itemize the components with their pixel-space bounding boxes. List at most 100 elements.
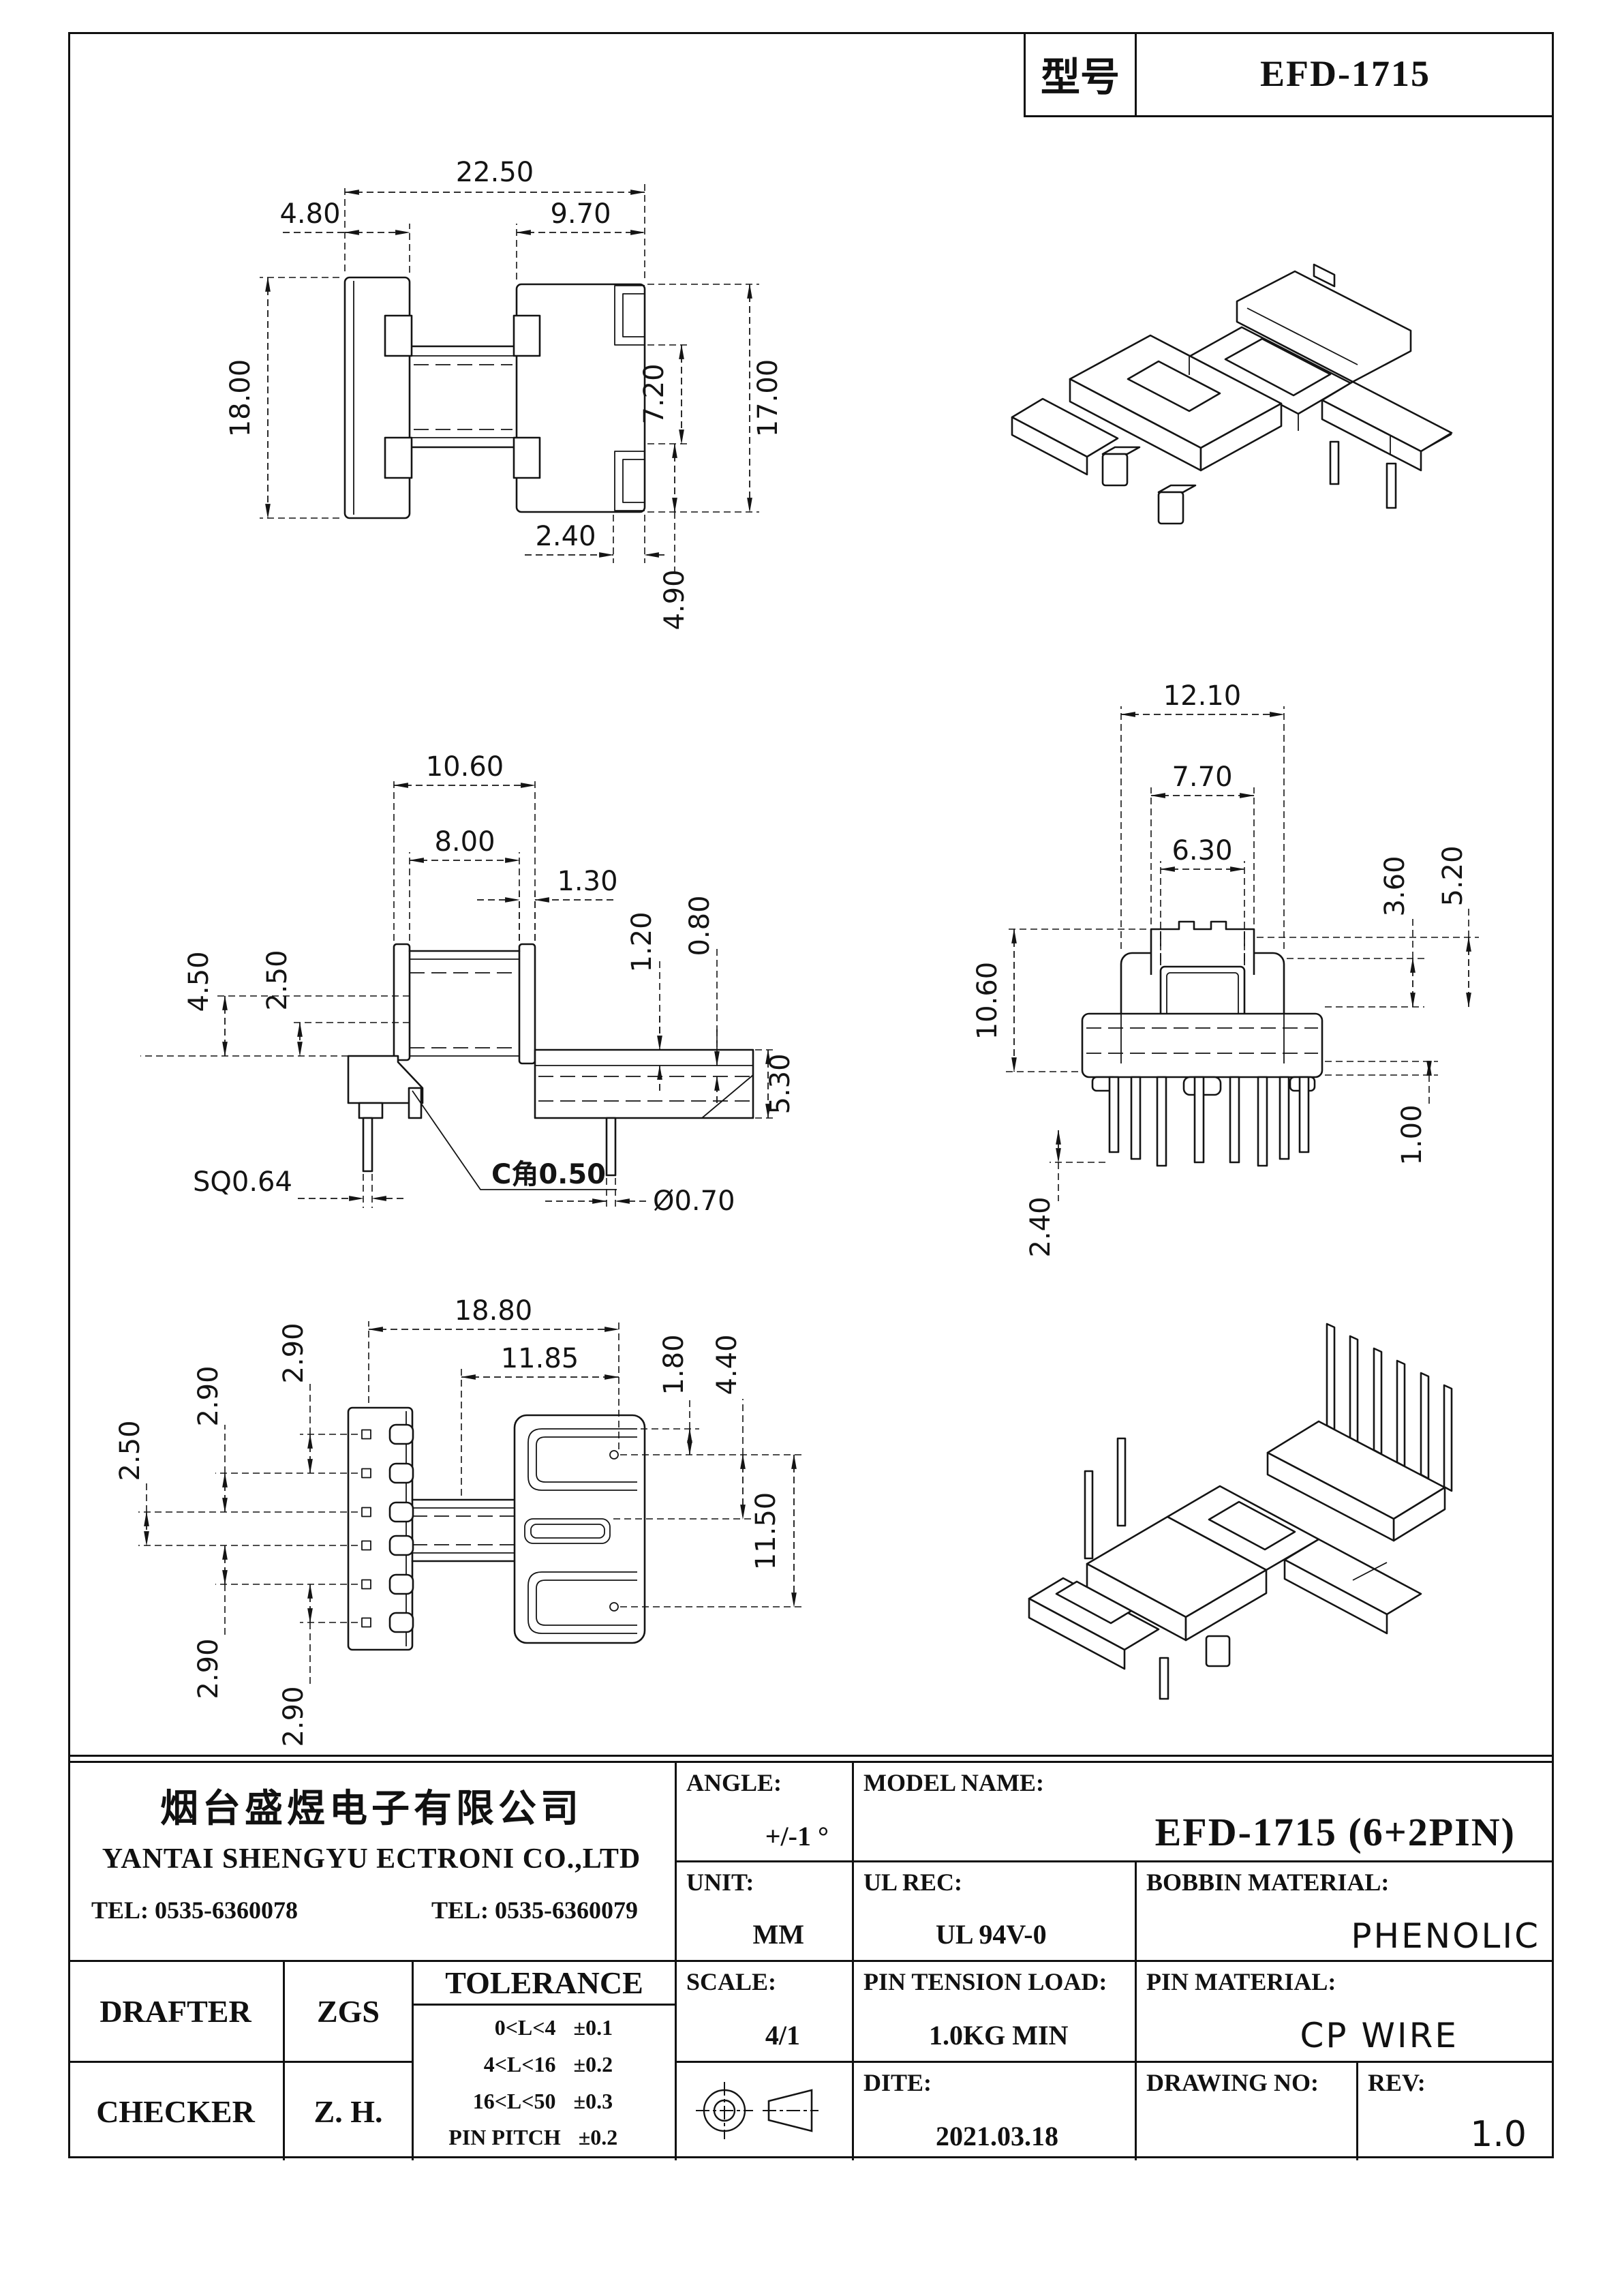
rev-cell: REV: 1.0 — [1356, 2061, 1554, 2160]
tolerance-value: ±0.3 — [573, 2088, 613, 2113]
drawing-no-label: DRAWING NO: — [1146, 2069, 1319, 2096]
tolerance-value: ±0.1 — [573, 2015, 613, 2040]
dim-front-mid: 7.70 — [1172, 761, 1232, 793]
bottom-view: 18.80 11.85 2.90 2.90 2.50 2.90 — [114, 1295, 804, 1747]
pin-material-cell: PIN MATERIAL: CP WIRE — [1135, 1960, 1554, 2061]
dim-side-total: 10.60 — [426, 751, 504, 783]
date-label: DITE: — [863, 2069, 932, 2096]
company-name-en: YANTAI SHENGYU ECTRONI CO.,LTD — [102, 1843, 641, 1875]
dim-total-width: 22.50 — [456, 157, 534, 188]
dim-bottom-total: 18.80 — [455, 1295, 533, 1327]
model-box: 型号 EFD-1715 — [1024, 32, 1554, 117]
tolerance-row: 0<L<4 ±0.1 — [414, 2010, 675, 2046]
sheet-border — [68, 32, 1554, 2158]
dim-side-depth: 5.30 — [765, 1053, 796, 1114]
company-cell: 烟台盛煜电子有限公司 YANTAI SHENGYU ECTRONI CO.,LT… — [68, 1763, 675, 1960]
pin-tension-label: PIN TENSION LOAD: — [863, 1968, 1107, 1995]
drafter-label-cell: DRAFTER — [68, 1960, 283, 2061]
unit-value: MM — [752, 1919, 804, 1950]
model-name-cell: MODEL NAME: EFD-1715 (6+2PIN) — [852, 1763, 1554, 1860]
dim-pitch-center: 2.50 — [114, 1420, 146, 1481]
bobbin-material-value: PHENOLIC — [1351, 1916, 1540, 1956]
dim-window-height: 7.20 — [639, 363, 670, 424]
dim-front-core: 6.30 — [1172, 835, 1232, 866]
unit-label: UNIT: — [686, 1869, 754, 1896]
dim-offset: 4.90 — [659, 569, 690, 630]
bobbin-material-cell: BOBBIN MATERIAL: PHENOLIC — [1135, 1860, 1554, 1960]
dim-edge-3: 11.50 — [750, 1492, 782, 1571]
dim-front-height: 10.60 — [972, 962, 1003, 1040]
pin-material-label: PIN MATERIAL: — [1146, 1968, 1336, 1995]
unit-cell: UNIT: MM — [675, 1860, 852, 1960]
tolerance-value: ±0.2 — [578, 2125, 618, 2150]
front-view: 12.10 7.70 6.30 10.60 2.40 3.60 — [972, 680, 1479, 1258]
iso-view-bottom — [1028, 1323, 1453, 1700]
dim-height: 18.00 — [225, 359, 256, 438]
pin-material-value: CP WIRE — [1300, 2016, 1458, 2055]
company-tel-2: TEL: 0535-6360079 — [431, 1897, 638, 1924]
tolerance-cell: TOLERANCE 0<L<4 ±0.1 4<L<16 ±0.2 16<L<50… — [412, 1960, 675, 2160]
dim-pin-dia: Ø0.70 — [653, 1185, 735, 1217]
checker-label: CHECKER — [96, 2094, 255, 2129]
title-block: 烟台盛煜电子有限公司 YANTAI SHENGYU ECTRONI CO.,LT… — [68, 1755, 1554, 2160]
dim-bottom-inner: 11.85 — [501, 1343, 579, 1374]
tolerance-range: PIN PITCH — [448, 2125, 561, 2150]
dim-edge-1: 1.80 — [658, 1334, 690, 1395]
dim-right-block: 9.70 — [550, 198, 611, 230]
dim-pitch-4: 2.90 — [278, 1686, 309, 1747]
drafter-value-cell: ZGS — [283, 1960, 412, 2061]
projection-symbol-cell — [675, 2061, 852, 2160]
rev-label: REV: — [1368, 2069, 1426, 2096]
dim-front-d1: 3.60 — [1379, 856, 1411, 916]
tolerance-row: PIN PITCH ±0.2 — [414, 2119, 675, 2156]
model-value: EFD-1715 — [1260, 53, 1430, 94]
dim-right-height: 17.00 — [752, 359, 784, 438]
dim-edge-2: 4.40 — [711, 1334, 743, 1395]
bobbin-material-label: BOBBIN MATERIAL: — [1146, 1869, 1390, 1896]
date-cell: DITE: 2021.03.18 — [852, 2061, 1135, 2160]
dim-side-t2: 0.80 — [684, 895, 716, 956]
tolerance-title: TOLERANCE — [414, 1962, 675, 2006]
dim-side-h1: 4.50 — [183, 951, 215, 1012]
checker-label-cell: CHECKER — [68, 2061, 283, 2160]
angle-label: ANGLE: — [686, 1769, 782, 1796]
dim-front-pin-len: 2.40 — [1025, 1196, 1056, 1257]
ul-rec-label: UL REC: — [863, 1869, 963, 1896]
checker-value-cell: Z. H. — [283, 2061, 412, 2160]
top-view: 22.50 4.80 9.70 18.00 7.20 17.00 — [225, 157, 784, 631]
dim-side-flange-t: 1.30 — [557, 866, 617, 897]
angle-cell: ANGLE: +/-1 ° — [675, 1763, 852, 1860]
angle-value: +/-1 ° — [765, 1821, 829, 1852]
side-view: 10.60 8.00 1.30 4.50 2.50 1.20 0 — [140, 751, 796, 1217]
dim-side-inner: 8.00 — [434, 826, 495, 858]
checker-value: Z. H. — [313, 2094, 383, 2129]
dim-front-d3: 1.00 — [1396, 1104, 1428, 1165]
model-label: 型号 — [1026, 32, 1137, 115]
drafter-label: DRAFTER — [100, 1994, 251, 2029]
dim-step: 2.40 — [535, 521, 596, 552]
dim-pitch-1: 2.90 — [278, 1323, 309, 1383]
dim-pin-square: SQ0.64 — [193, 1166, 292, 1198]
scale-cell: SCALE: 4/1 — [675, 1960, 852, 2061]
dim-pitch-2: 2.90 — [193, 1365, 224, 1426]
dim-chamfer-note: C角0.50 — [491, 1159, 606, 1190]
scale-label: SCALE: — [686, 1968, 777, 1995]
dim-side-t1: 1.20 — [626, 911, 658, 972]
iso-view-top — [1011, 263, 1453, 525]
dim-pitch-3: 2.90 — [193, 1638, 224, 1699]
date-value: 2021.03.18 — [936, 2121, 1058, 2151]
dim-front-total: 12.10 — [1163, 680, 1242, 712]
tolerance-range: 0<L<4 — [494, 2015, 556, 2040]
drawing-no-cell: DRAWING NO: — [1135, 2061, 1356, 2160]
pin-tension-cell: PIN TENSION LOAD: 1.0KG MIN — [852, 1960, 1135, 2061]
drafter-value: ZGS — [316, 1994, 380, 2029]
tolerance-range: 16<L<50 — [472, 2088, 556, 2113]
model-name-label: MODEL NAME: — [863, 1769, 1044, 1796]
dim-front-d2: 5.20 — [1437, 845, 1469, 906]
tolerance-range: 4<L<16 — [483, 2051, 556, 2076]
rev-value: 1.0 — [1470, 2114, 1527, 2155]
model-name-value: EFD-1715 (6+2PIN) — [1154, 1810, 1516, 1854]
dim-side-h2: 2.50 — [262, 950, 293, 1010]
